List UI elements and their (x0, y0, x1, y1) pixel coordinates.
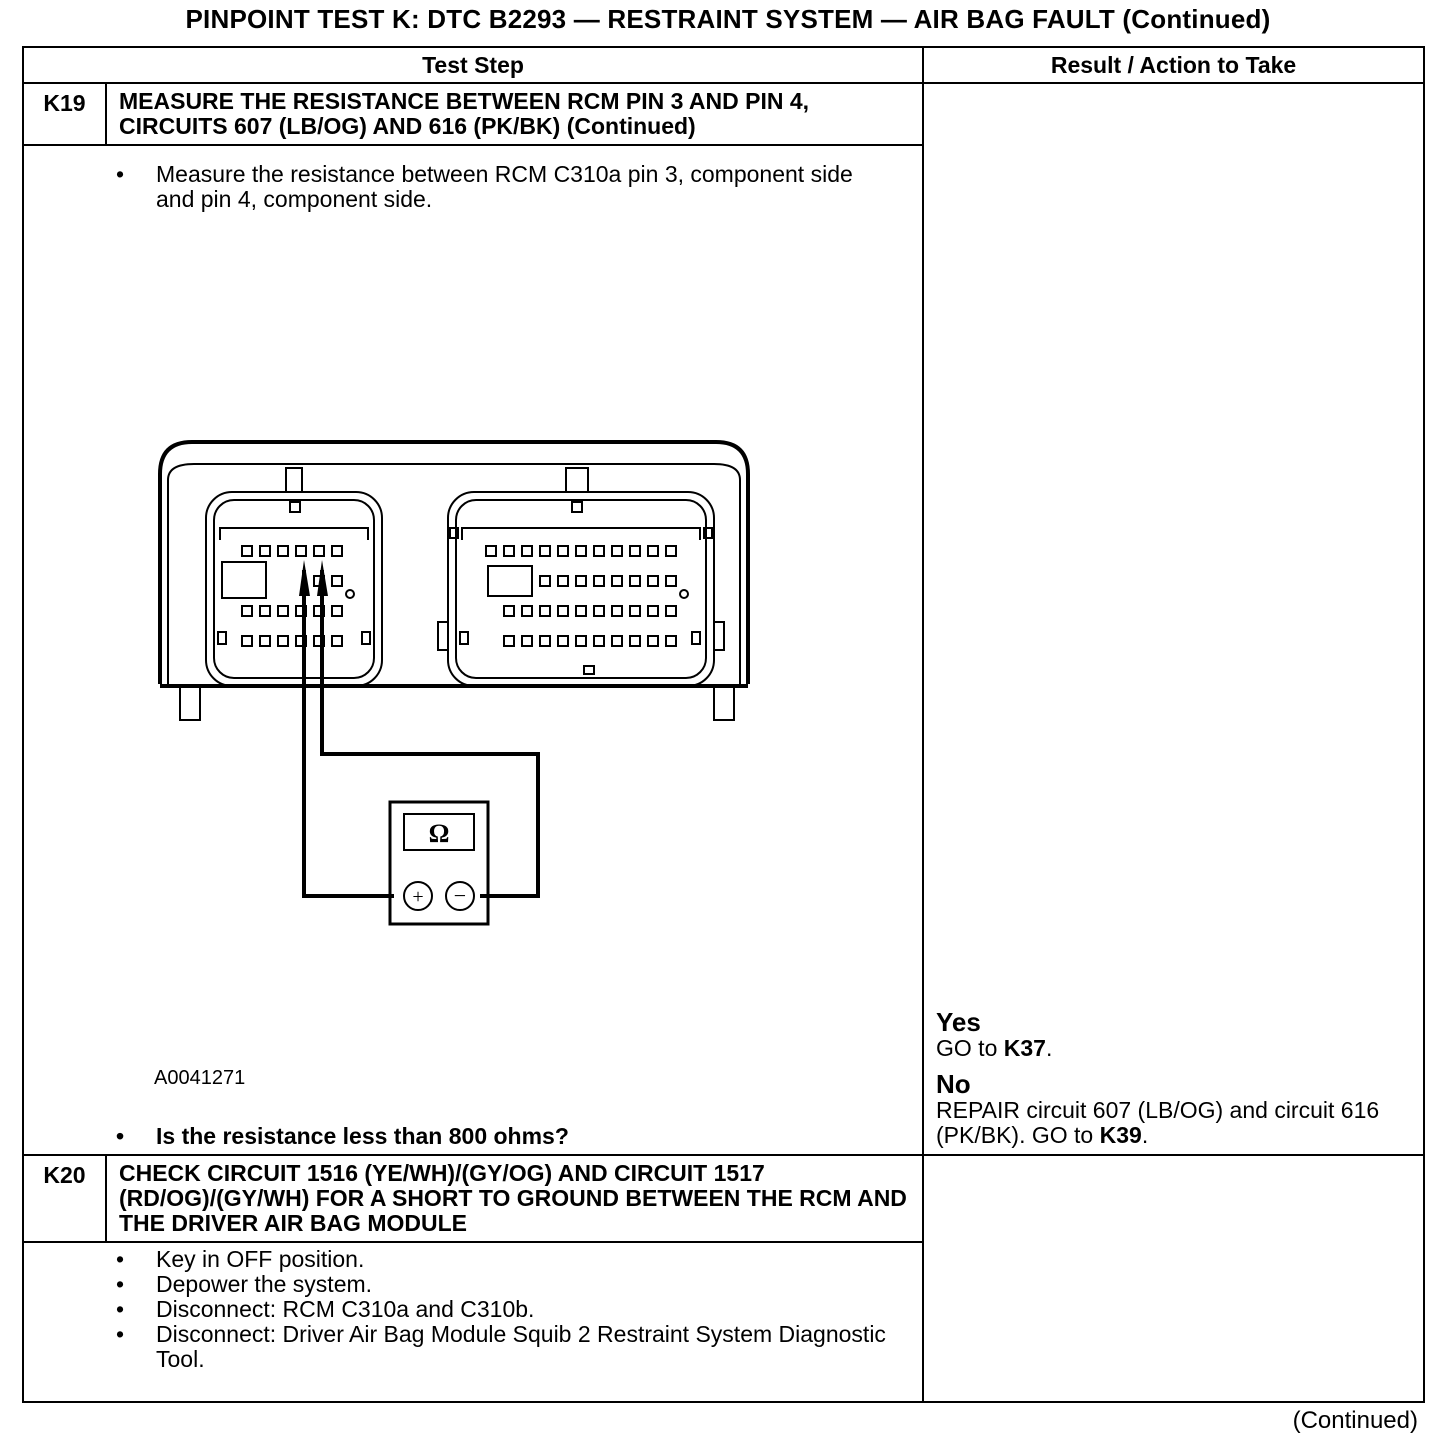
plus-terminal-icon: + (412, 886, 423, 908)
list-item: Disconnect: Driver Air Bag Module Squib … (24, 1322, 922, 1372)
yes-text: GO to (936, 1035, 1004, 1061)
list-item: Disconnect: RCM C310a and C310b. (24, 1297, 922, 1323)
ohm-symbol: Ω (429, 819, 450, 848)
table-header-row: Test Step Result / Action to Take (21, 46, 1426, 84)
step-k19-body: Measure the resistance between RCM C310a… (21, 144, 925, 1156)
yes-goto: K37 (1003, 1035, 1046, 1061)
figure-id: A0041271 (154, 1067, 246, 1089)
step-bullets: Measure the resistance between RCM C310a… (24, 162, 922, 212)
list-item: Key in OFF position. (24, 1247, 922, 1273)
list-item: Measure the resistance between RCM C310a… (24, 162, 922, 212)
step-k20-body: Key in OFF position. Depower the system.… (21, 1241, 925, 1403)
step-k19-result: Yes GO to K37. No REPAIR circuit 607 (LB… (922, 82, 1426, 1156)
step-number: K19 (22, 82, 107, 146)
yes-label: Yes (936, 1007, 981, 1037)
step-heading: MEASURE THE RESISTANCE BETWEEN RCM PIN 3… (104, 82, 925, 146)
no-text: REPAIR circuit 607 (LB/OG) and circuit 6… (936, 1097, 1380, 1148)
step-bullets: Key in OFF position. Depower the system.… (24, 1247, 922, 1372)
column-header-test-step: Test Step (21, 46, 925, 84)
column-header-result: Result / Action to Take (922, 46, 1426, 84)
step-number: K20 (22, 1154, 107, 1243)
step-k19-body-row: Measure the resistance between RCM C310a… (21, 144, 1424, 1156)
yes-action: GO to K37. (936, 1035, 1053, 1061)
page-title: PINPOINT TEST K: DTC B2293 — RESTRAINT S… (185, 4, 1271, 34)
step-question: Is the resistance less than 800 ohms? (24, 1124, 922, 1150)
minus-terminal-icon: − (454, 883, 466, 908)
no-goto: K39 (1099, 1122, 1142, 1148)
pinpoint-test-table: Test Step Result / Action to Take K19 ME… (21, 46, 1426, 1403)
result-block: Yes GO to K37. No REPAIR circuit 607 (LB… (936, 1008, 1403, 1148)
rcm-connector-diagram: Ω + − (158, 440, 750, 926)
step-k20-result (922, 1154, 1426, 1403)
continued-footer: (Continued) (1292, 1407, 1418, 1434)
step-heading: CHECK CIRCUIT 1516 (YE/WH)/(GY/OG) AND C… (104, 1154, 925, 1243)
no-action: REPAIR circuit 607 (LB/OG) and circuit 6… (936, 1097, 1380, 1148)
question-item: Is the resistance less than 800 ohms? (24, 1124, 922, 1150)
step-k19-heading-row: K19 MEASURE THE RESISTANCE BETWEEN RCM P… (22, 82, 1426, 1156)
step-k20-heading-row: K20 CHECK CIRCUIT 1516 (YE/WH)/(GY/OG) A… (22, 1154, 1426, 1403)
list-item: Depower the system. (24, 1272, 922, 1298)
no-label: No (936, 1069, 971, 1099)
step-k20-body-row: Key in OFF position. Depower the system.… (21, 1241, 1424, 1403)
